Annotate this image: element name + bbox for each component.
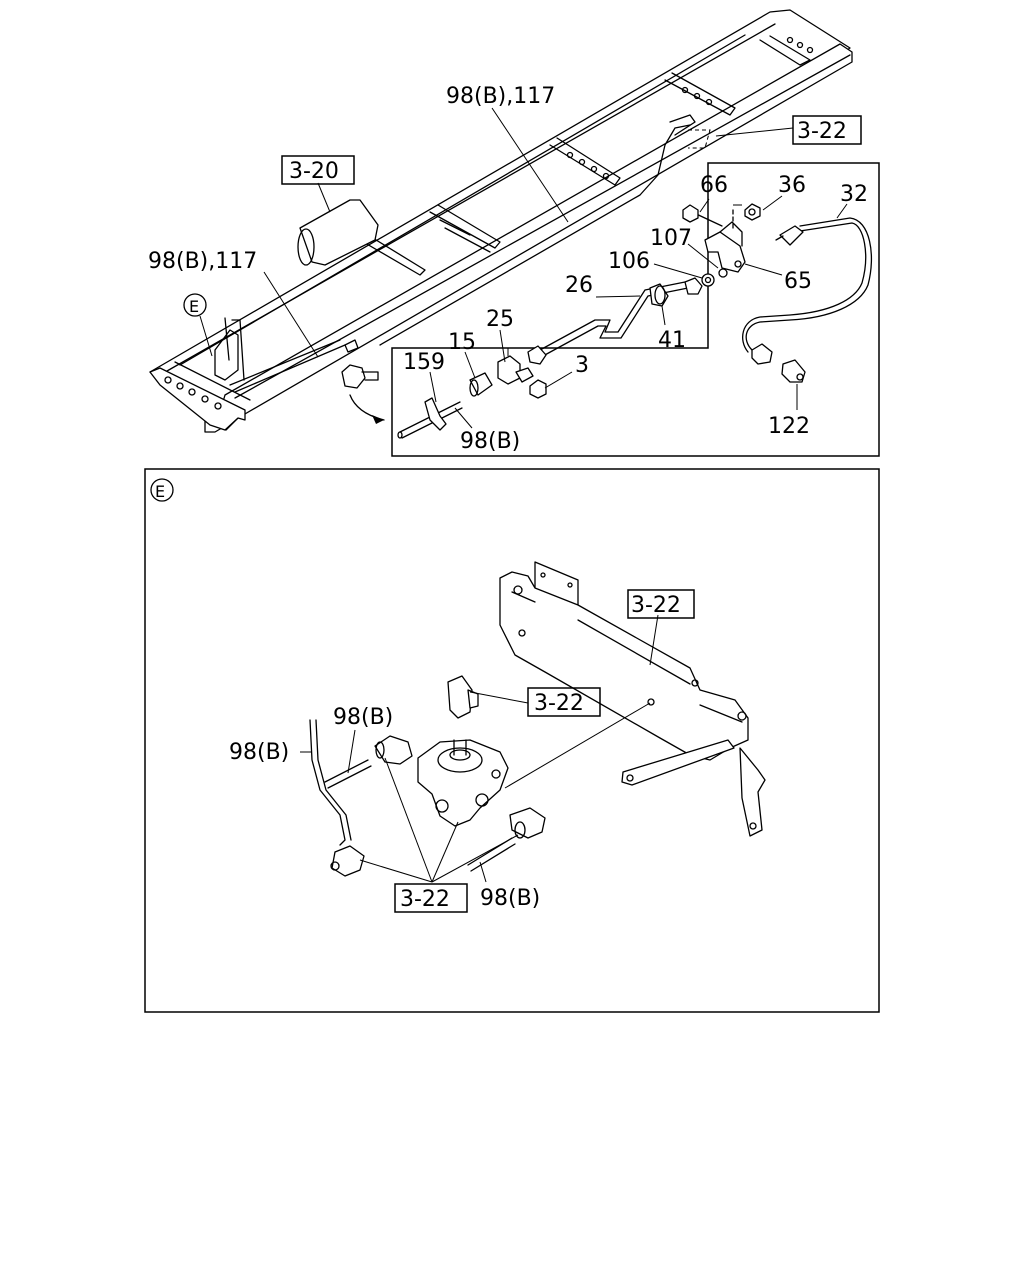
label-25: 25 xyxy=(486,307,514,332)
callout-3-22-top: 3-22 xyxy=(792,115,862,145)
label-106: 106 xyxy=(608,249,650,274)
label-98b-inset: 98(B) xyxy=(460,429,520,454)
label-15: 15 xyxy=(448,330,476,355)
label-98b-117-left: 98(B),117 xyxy=(148,249,257,274)
svg-text:3-20: 3-20 xyxy=(289,159,339,184)
chassis-frame xyxy=(149,9,853,433)
label-122: 122 xyxy=(768,414,810,439)
detail-inset xyxy=(391,162,880,457)
svg-text:3-22: 3-22 xyxy=(797,119,847,144)
view-e-drawing xyxy=(300,561,766,883)
callout-3-22-a: 3-22 xyxy=(627,589,695,619)
svg-text:3-22: 3-22 xyxy=(400,887,450,912)
label-98b-e-upper: 98(B) xyxy=(333,705,393,730)
label-66: 66 xyxy=(700,173,728,198)
top-view-leaders xyxy=(199,107,794,358)
label-98b-e-left: 98(B) xyxy=(229,740,289,765)
label-26: 26 xyxy=(565,273,593,298)
callout-3-20: 3-20 xyxy=(281,155,355,185)
label-41: 41 xyxy=(658,328,686,353)
callout-3-22-c: 3-22 xyxy=(394,883,468,913)
label-98b-117-top: 98(B),117 xyxy=(446,84,555,109)
view-e-marker: E xyxy=(183,293,207,317)
label-32: 32 xyxy=(840,182,868,207)
callout-3-22-b: 3-22 xyxy=(527,687,601,717)
svg-text:3-22: 3-22 xyxy=(631,593,681,618)
label-107: 107 xyxy=(650,226,692,251)
svg-text:3-22: 3-22 xyxy=(534,691,584,716)
svg-text:E: E xyxy=(189,297,199,316)
view-e-panel xyxy=(144,468,880,1013)
label-98b-e-lower: 98(B) xyxy=(480,886,540,911)
label-3: 3 xyxy=(575,353,589,378)
label-65: 65 xyxy=(784,269,812,294)
label-36: 36 xyxy=(778,173,806,198)
view-e-title: E xyxy=(155,482,165,501)
label-159: 159 xyxy=(403,350,445,375)
